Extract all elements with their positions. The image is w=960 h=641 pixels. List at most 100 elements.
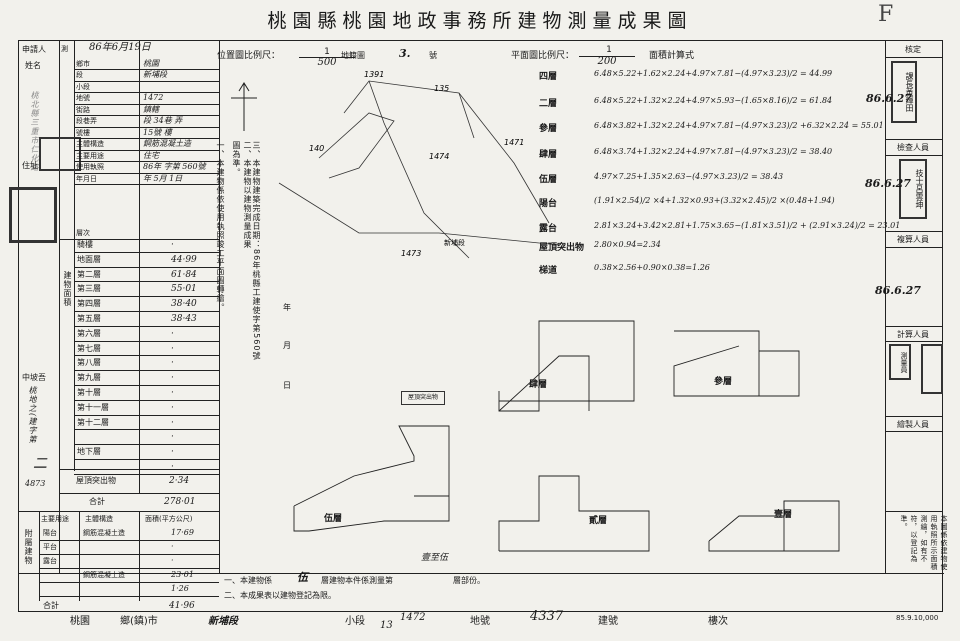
approval-title: 核定 [905, 45, 921, 54]
calculator-label: 計算人員 [897, 330, 929, 339]
floor-name: 第十一層 [77, 402, 109, 412]
building-row-label: 主體構造 [76, 140, 104, 148]
checker-label: 檢查人員 [897, 143, 929, 152]
building-total-label: 合計 [89, 497, 105, 506]
parcel-section-name: 新埔段 [444, 238, 465, 247]
bottom-floor-label: 樓次 [708, 616, 728, 627]
accessory-use: 露台 [43, 557, 57, 565]
plan-label-first: 壹層 [774, 510, 793, 520]
document-title: 桃園縣桃園地政事務所建物測量成果圖 [267, 10, 693, 32]
plan-label-fourth: 肆層 [529, 380, 548, 390]
roof-projection-label: 屋頂突出物 [76, 476, 116, 485]
plan-scale-label: 平面圖比例尺： [511, 51, 575, 61]
parcel-135: 135 [434, 84, 449, 93]
building-row-label: 段 [76, 71, 83, 79]
formula-floor-label: 伍層 [539, 175, 558, 185]
formula-text: 4.97×7.25+1.35×2.63−(4.97×3.23)/2 = 38.4… [594, 172, 784, 181]
floor-name: 第十二層 [77, 417, 109, 427]
building-row-label: 小段 [76, 82, 90, 91]
location-scale-label: 位置圖比例尺： [217, 51, 281, 61]
building-row-label: 使用執照 [76, 163, 104, 171]
floor-area: · [171, 358, 174, 369]
formula-text: 6.48×3.82+1.32×2.24+4.97×7.81−(4.97×3.23… [594, 121, 884, 130]
bottom-parcel-value: 1472 [400, 612, 426, 623]
print-code: 85.9.10,000 [896, 614, 939, 622]
note-day-label: 日 [283, 381, 291, 390]
reviewer-label: 複算人員 [897, 235, 929, 244]
accessory-struct: 鋼筋混凝土造 [83, 529, 125, 537]
floors-header: 層次 [76, 229, 90, 237]
bottom-section: 新埔段 [208, 616, 238, 627]
accessory-area: · [171, 542, 174, 551]
accessory-use: 平台 [43, 543, 57, 551]
note-3: 三、本建物建築完成日期：86年桃縣工建使字第560號 [252, 141, 261, 361]
parcel-140: 140 [309, 144, 324, 153]
bottom-note-1b: 伍 [297, 571, 308, 584]
floor-name: 地下層 [77, 447, 101, 457]
notice-text: 本圖係依建物使用執照所示面積測繪，如有不符，以登記為準。 [900, 515, 948, 571]
accessory-use: 陽台 [43, 529, 57, 537]
building-row-value: 段 34巷 弄 [143, 116, 183, 125]
survey-date-label: 測 [61, 45, 68, 53]
formula-text: 6.48×5.22+1.32×2.24+4.97×5.93−(1.65×8.16… [594, 96, 833, 105]
corner-handwritten-mark: F [878, 2, 894, 27]
formula-floor-label: 露台 [539, 224, 558, 234]
document-frame: 申請人 姓名 桃北縣三重市仁化路 住址 中坡吾 桃地之(建字第 二 4873 測… [9, 40, 948, 612]
formula-text: 6.48×5.22+1.62×2.24+4.97×7.81−(4.97×3.23… [594, 69, 833, 78]
formula-text: 0.38×2.56+0.90×0.38=1.26 [594, 263, 710, 272]
bottom-note-3: 壹至伍 [421, 553, 449, 563]
building-area-side-label: 建物面積 [63, 271, 72, 307]
floor-area: 61·84 [171, 269, 197, 280]
parcel-lines [278, 80, 560, 259]
location-map: 1391 135 140 1474 1471 1473 新埔段 [231, 70, 560, 259]
bottom-subsection-value: 13 [380, 620, 393, 631]
formula-floor-label: 二層 [539, 99, 558, 109]
survey-date: 86年6月19日 [89, 42, 151, 53]
plan-scale-den: 200 [579, 56, 635, 67]
accessory-use-header: 主要用途 [41, 515, 69, 523]
building-row-value: 鋼筋混凝土造 [143, 139, 191, 148]
location-scale-num: 1 [324, 47, 330, 57]
applicant-side-label: 中坡吾 [22, 373, 46, 382]
building-row-label: 地號 [76, 94, 90, 102]
calculator-stamp: 測量員 [889, 344, 911, 380]
approval-date-1: 86.6.27 [866, 92, 912, 105]
plan-outline-second [498, 475, 650, 552]
floor-name: 第十層 [77, 388, 101, 397]
accessory-area-header: 面積(平方公尺) [145, 515, 193, 523]
north-arrow [231, 82, 257, 131]
plan-outline-fifth [293, 425, 450, 532]
building-row-value: 住宅 [143, 150, 159, 160]
accessory-area: 17·69 [171, 528, 194, 537]
floor-name: 第九層 [77, 373, 101, 383]
bottom-build-label: 建號 [598, 616, 618, 627]
roof-plan-box: 屋頂突出物 [401, 391, 445, 405]
floor-area: 38·40 [171, 299, 197, 310]
building-row-label: 年月日 [76, 174, 97, 183]
accessory-area: · [171, 556, 174, 565]
bottom-subsection-label: 小段 [345, 616, 365, 627]
floor-name: 第三層 [77, 284, 101, 294]
applicant-address: 桃北縣三重市仁化路 [30, 91, 39, 172]
formula-text: 6.48×3.74+1.32×2.24+4.97×7.81−(4.97×3.23… [594, 147, 833, 156]
note-year-label: 年 [283, 303, 291, 312]
applicant-handwritten-1: 二 [33, 456, 47, 472]
floor-name: 第二層 [77, 269, 101, 279]
accessory-struct-header: 主體構造 [85, 515, 113, 523]
floor-name: 第八層 [77, 358, 101, 368]
note-month-label: 月 [283, 341, 291, 350]
bottom-note-1d: 層部份。 [453, 576, 485, 585]
seal-stamp-2 [9, 187, 57, 243]
building-row-label: 段巷弄 [76, 117, 97, 125]
cadastral-sheet-label: 地籍圖 [341, 51, 365, 60]
note-1: 一、本建物係依使用執照竣工平面圖轉繪。 [216, 141, 225, 312]
seal-stamp-1 [39, 137, 81, 171]
building-row-label: 號樓 [76, 128, 90, 137]
building-row-value: 鎮轄 [143, 104, 159, 114]
floor-area: · [171, 462, 174, 472]
parcel-1391: 1391 [364, 70, 384, 79]
parcel-1473: 1473 [401, 249, 421, 258]
drafter-label: 繪製人員 [897, 420, 929, 429]
accessory-total-label: 合計 [43, 601, 59, 610]
building-row-value: 1472 [143, 93, 164, 102]
